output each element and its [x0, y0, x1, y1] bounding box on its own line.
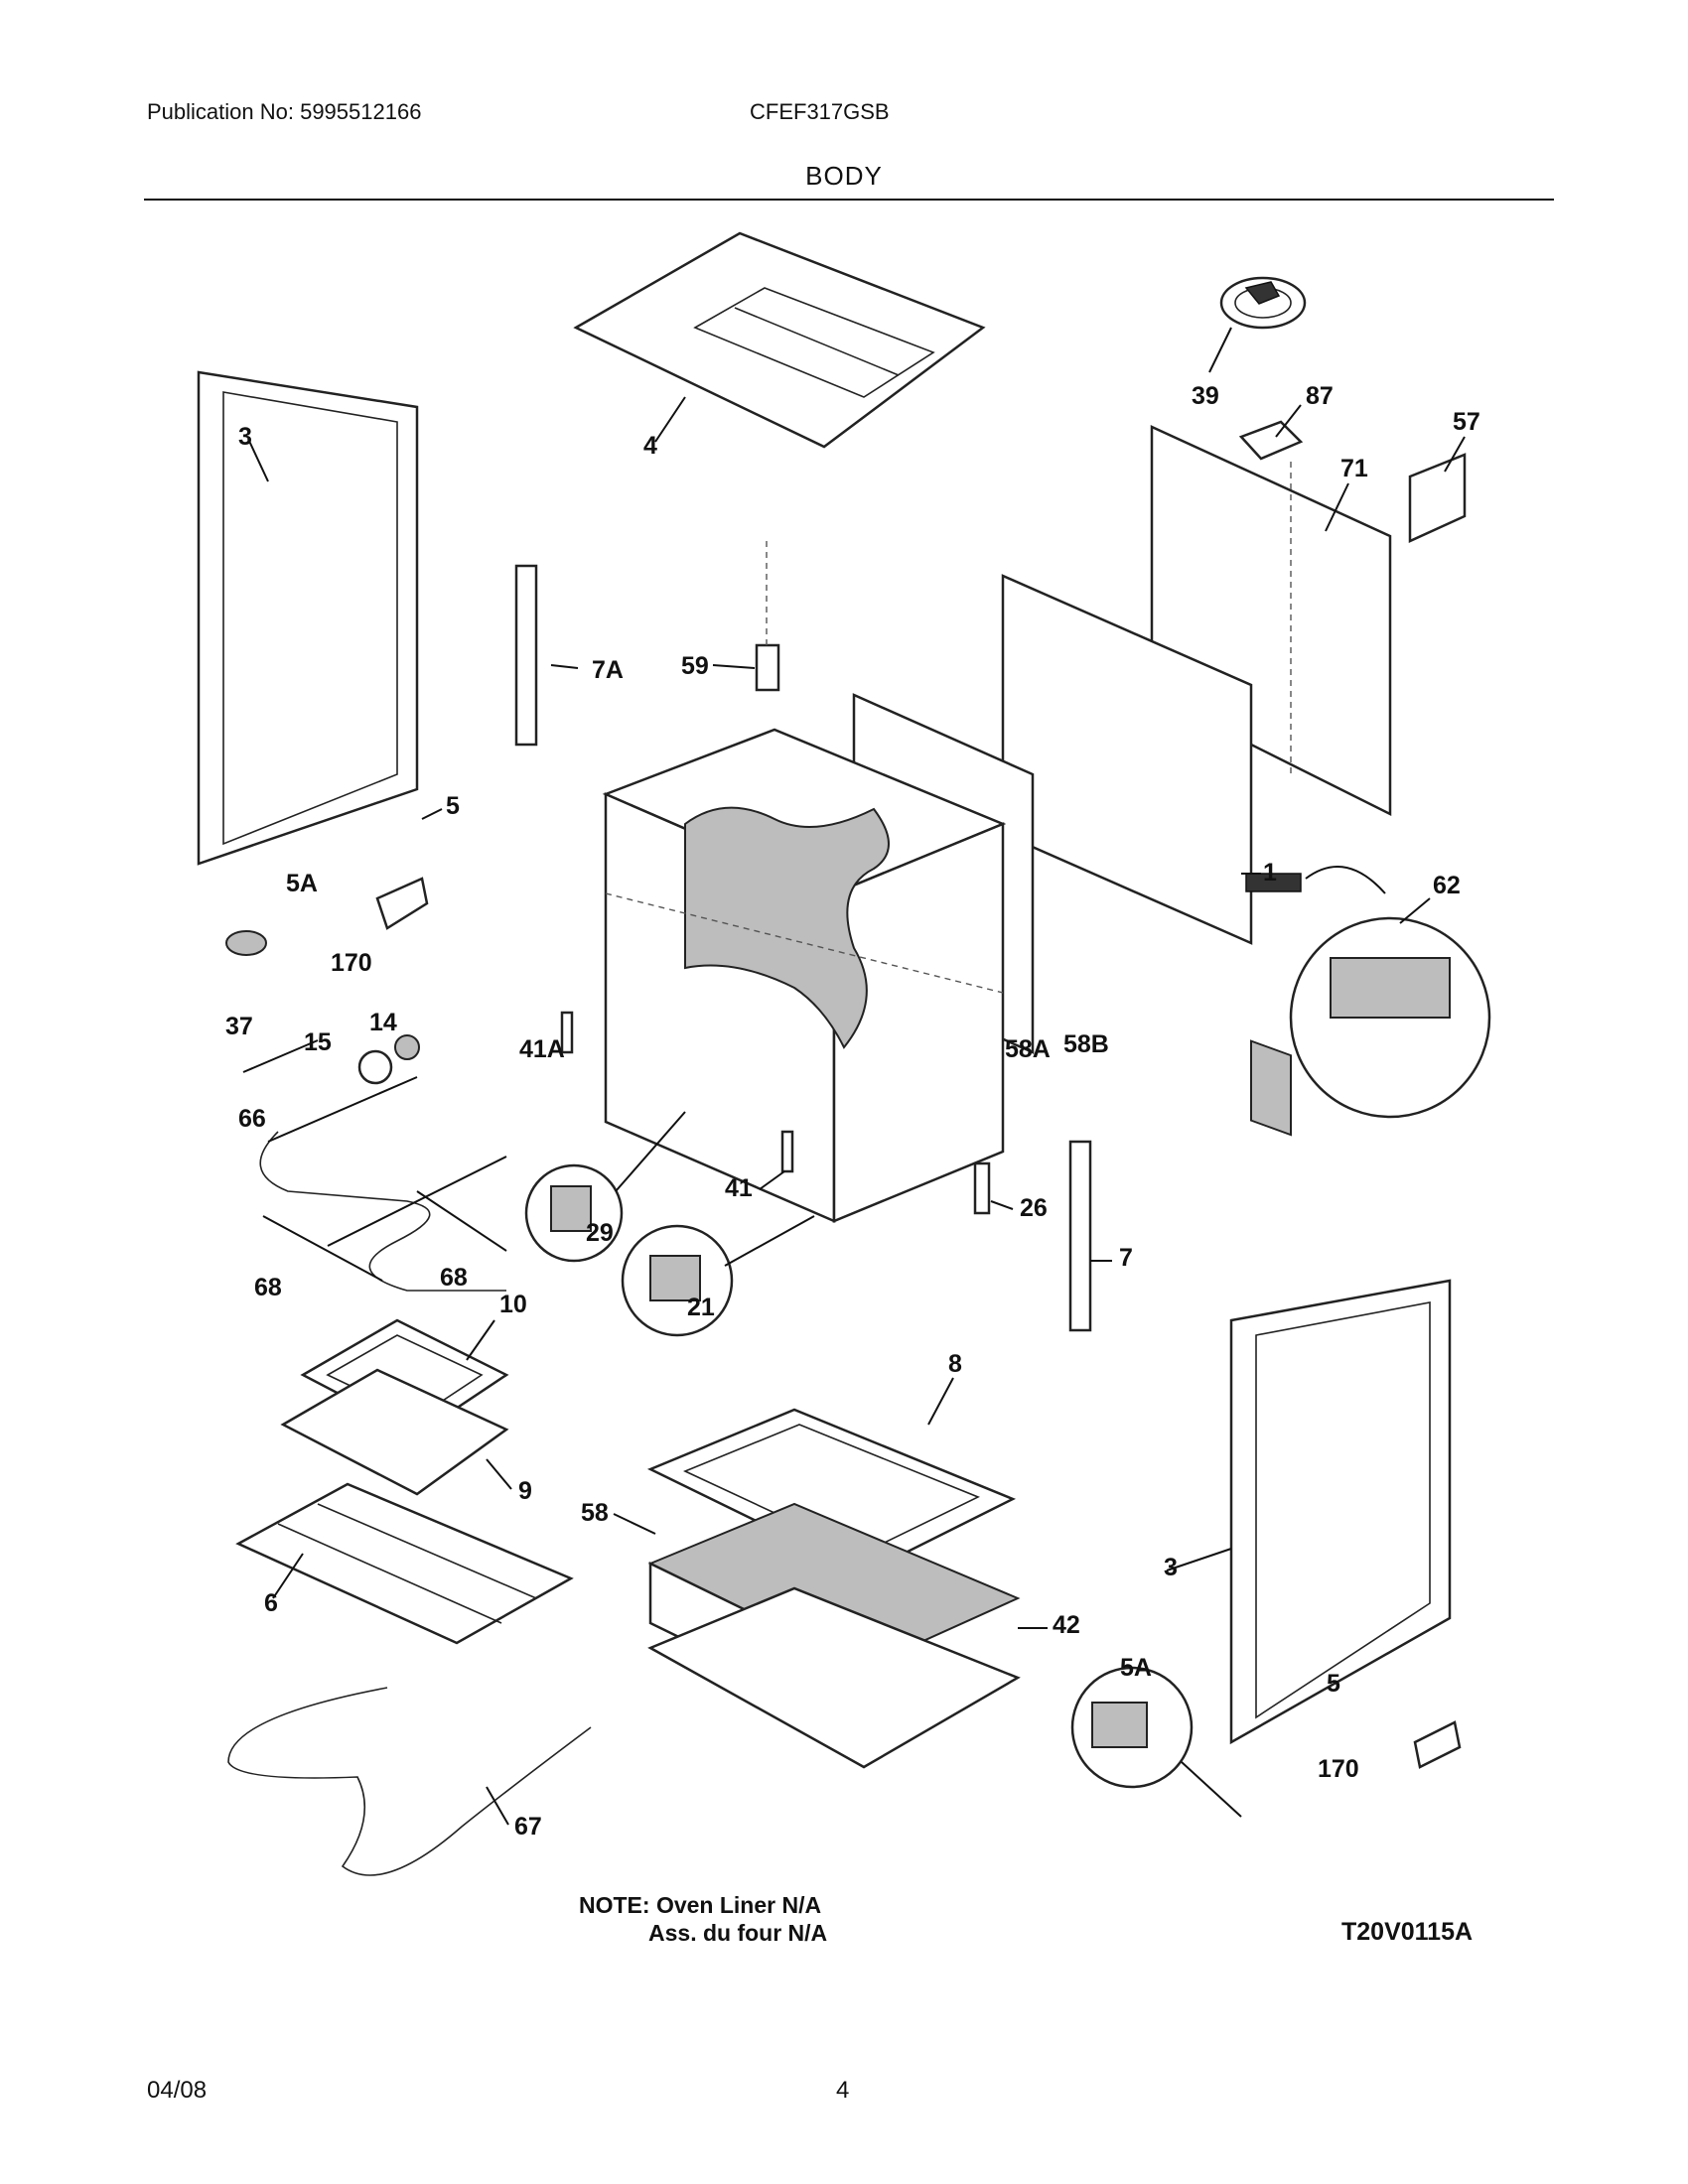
note-line-fr: Ass. du four N/A	[648, 1920, 828, 1946]
callout-29: 29	[586, 1219, 614, 1247]
part-bake-element	[227, 1687, 592, 1876]
part-side-panel-left	[197, 370, 419, 866]
part-vent-cover	[1408, 453, 1467, 543]
part-back-panel	[1001, 462, 1292, 945]
callout-170-left: 170	[331, 949, 372, 977]
callout-59: 59	[681, 652, 709, 680]
callout-7A: 7A	[592, 656, 624, 684]
callout-42: 42	[1053, 1611, 1080, 1639]
callout-67: 67	[514, 1813, 542, 1841]
callout-15: 15	[304, 1028, 332, 1056]
callout-3-right: 3	[1164, 1554, 1178, 1581]
callout-14: 14	[369, 1009, 397, 1036]
part-light-socket	[242, 1034, 420, 1085]
callout-26: 26	[1020, 1194, 1048, 1222]
part-leg-bracket-170-right	[1413, 1720, 1462, 1769]
part-power-cord	[1219, 276, 1307, 330]
model-number: CFEF317GSB	[750, 99, 890, 124]
callout-68-right: 68	[440, 1264, 468, 1292]
callout-170-right: 170	[1318, 1755, 1359, 1783]
callout-5A-left: 5A	[286, 870, 318, 897]
part-terminal-block-62	[1245, 866, 1491, 1119]
part-receptacle-59	[755, 541, 780, 692]
callout-58B: 58B	[1063, 1030, 1109, 1058]
callout-71: 71	[1340, 455, 1368, 482]
part-bracket-41	[780, 1130, 794, 1173]
footer-page-number: 4	[836, 2077, 850, 2104]
part-leveler-5A-detail	[1070, 1666, 1242, 1818]
part-leg-bracket-170-left	[375, 877, 429, 930]
part-thermostat-21	[621, 1215, 815, 1337]
note-line-en: NOTE: Oven Liner N/A	[579, 1892, 822, 1918]
callout-4: 4	[643, 432, 657, 460]
part-side-panel-right	[1229, 1279, 1452, 1745]
part-leveler-5A-left	[225, 930, 267, 956]
part-top-panel	[573, 231, 986, 449]
note-oven-liner: NOTE: Oven Liner N/A Ass. du four N/A	[579, 1891, 827, 1947]
part-bracket-87	[1238, 420, 1304, 461]
part-bracket-26	[973, 1161, 991, 1215]
callout-5-left: 5	[446, 792, 460, 820]
callout-1: 1	[1263, 859, 1277, 887]
callout-10: 10	[499, 1291, 527, 1318]
callout-7: 7	[1119, 1244, 1133, 1272]
callout-57: 57	[1453, 408, 1480, 436]
header-divider	[144, 199, 1554, 201]
part-broil-pan	[280, 1368, 509, 1496]
part-hinge-7	[1068, 1140, 1092, 1332]
part-door-switch-29	[524, 1111, 686, 1263]
callout-3-left: 3	[238, 423, 252, 451]
part-bracket-41A	[560, 1011, 574, 1054]
callout-8: 8	[948, 1350, 962, 1378]
section-title: BODY	[805, 161, 883, 191]
callout-5A-detail: 5A	[1120, 1654, 1152, 1682]
part-broil-element	[259, 1076, 507, 1292]
callout-9: 9	[518, 1477, 532, 1505]
publication-number: Publication No: 5995512166	[147, 99, 422, 124]
footer-date: 04/08	[147, 2077, 208, 2104]
part-oven-rack	[235, 1482, 574, 1645]
callout-87: 87	[1306, 382, 1334, 410]
part-hinge-7A	[514, 564, 538, 747]
callout-62: 62	[1433, 872, 1461, 899]
part-element-wires-68	[262, 1190, 507, 1282]
part-oven-cavity-frame	[602, 728, 1007, 1223]
callout-37: 37	[225, 1013, 253, 1040]
part-bottom-panel-42	[647, 1586, 1021, 1769]
callout-58: 58	[581, 1499, 609, 1527]
drawing-code: T20V0115A	[1341, 1918, 1474, 1946]
callout-21: 21	[687, 1294, 715, 1321]
callout-58A: 58A	[1005, 1035, 1051, 1063]
callout-66: 66	[238, 1105, 266, 1133]
callout-5-right: 5	[1327, 1670, 1340, 1698]
callout-41A: 41A	[519, 1035, 565, 1063]
callout-41: 41	[725, 1174, 753, 1202]
callout-39: 39	[1192, 382, 1219, 410]
callout-68-left: 68	[254, 1274, 282, 1301]
